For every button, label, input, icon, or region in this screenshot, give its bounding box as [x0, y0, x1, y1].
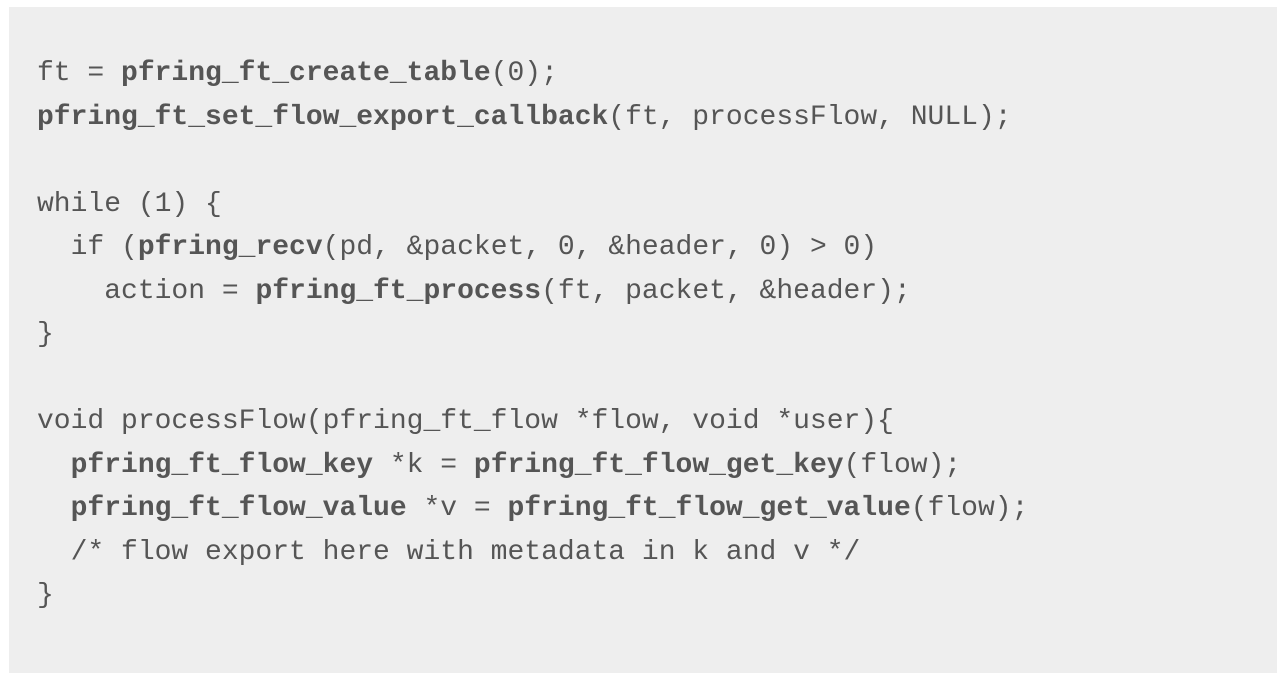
code-text: while (1) {: [37, 188, 222, 220]
code-line: pfring_ft_set_flow_export_callback(ft, p…: [37, 96, 1277, 140]
code-text: *v =: [406, 493, 508, 524]
code-text: action =: [37, 275, 256, 307]
code-text: (pd, &packet, 0, &header, 0) > 0): [322, 232, 878, 263]
code-line: ft = pfring_ft_create_table(0);: [37, 52, 1277, 96]
code-function-name: pfring_ft_flow_get_value: [507, 493, 911, 524]
code-text: }: [37, 580, 54, 611]
code-line: pfring_ft_flow_value *v = pfring_ft_flow…: [37, 487, 1277, 531]
code-text: (0);: [490, 58, 558, 89]
code-function-name: pfring_ft_process: [255, 275, 542, 307]
code-line: /* flow export here with metadata in k a…: [37, 531, 1277, 575]
code-text: void processFlow(pfring_ft_flow *flow, v…: [37, 406, 894, 437]
code-text: if (: [37, 232, 138, 263]
code-text: (flow);: [843, 449, 962, 481]
code-function-name: pfring_ft_flow_value: [70, 493, 407, 524]
code-line: pfring_ft_flow_key *k = pfring_ft_flow_g…: [37, 444, 1277, 488]
code-function-name: pfring_ft_flow_key: [70, 449, 374, 481]
code-line: }: [37, 313, 1277, 357]
code-text: (flow);: [910, 493, 1029, 524]
code-line: void processFlow(pfring_ft_flow *flow, v…: [37, 400, 1277, 444]
code-line: while (1) {: [37, 183, 1277, 227]
code-text: ft =: [37, 58, 122, 89]
code-text: /* flow export here with metadata in k a…: [37, 536, 861, 568]
code-line: if (pfring_recv(pd, &packet, 0, &header,…: [37, 226, 1277, 270]
code-text: *k =: [373, 449, 474, 481]
code-line: ​: [37, 139, 1277, 183]
code-function-name: pfring_recv: [137, 232, 323, 263]
code-line: action = pfring_ft_process(ft, packet, &…: [37, 270, 1277, 314]
code-line: }: [37, 574, 1277, 618]
code-function-name: pfring_ft_set_flow_export_callback: [37, 101, 609, 133]
code-line: ​: [37, 357, 1277, 401]
code-block: ft = pfring_ft_create_table(0);pfring_ft…: [9, 7, 1277, 673]
code-function-name: pfring_ft_flow_get_key: [473, 449, 844, 481]
code-text: (ft, processFlow, NULL);: [608, 101, 1012, 133]
code-text: }: [37, 319, 54, 350]
code-text: (ft, packet, &header);: [541, 275, 911, 307]
code-function-name: pfring_ft_create_table: [121, 58, 491, 89]
code-text: [37, 493, 71, 524]
code-text: [37, 450, 71, 481]
